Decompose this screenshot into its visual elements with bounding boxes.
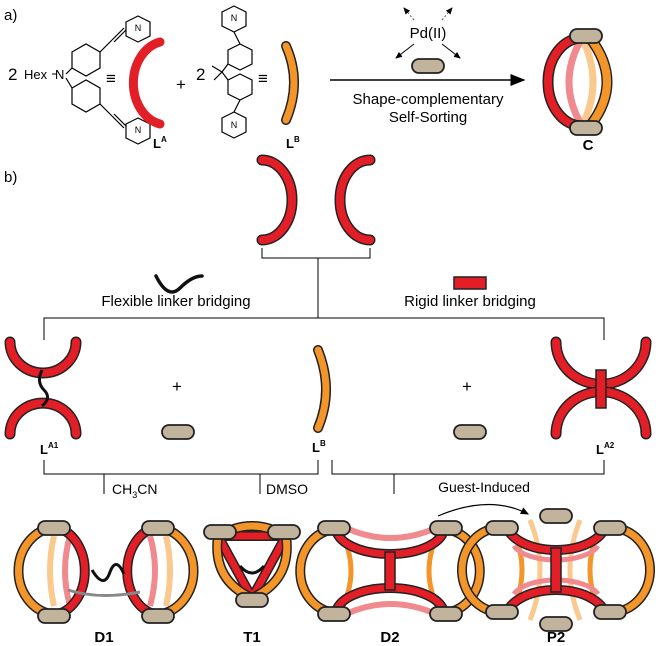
pd-pill-icon xyxy=(411,58,445,74)
rigid-linker-icon xyxy=(453,276,487,290)
product-p2-label: P2 xyxy=(547,629,565,646)
cage-c-label: C xyxy=(583,137,594,154)
guest-induced-label: Guest-Induced xyxy=(438,479,530,495)
coefficient-la: 2 xyxy=(8,65,17,84)
plus-sign-b1: + xyxy=(172,377,182,396)
solvent-bracket xyxy=(43,460,605,494)
ligand-lb-label-b: LB xyxy=(312,439,326,455)
fluorene-n-top: N xyxy=(231,13,238,23)
cage-t1 xyxy=(203,521,301,608)
cage-c xyxy=(542,28,613,136)
panel-a-label: a) xyxy=(4,7,17,24)
ligand-la2-label: LA2 xyxy=(596,441,615,457)
pd-pill-b1 xyxy=(161,424,195,440)
equiv-sign-a: ≡ xyxy=(106,69,116,88)
equiv-sign-b: ≡ xyxy=(258,69,268,88)
ligand-la1-shape xyxy=(4,336,82,440)
ligand-lb-label: LB xyxy=(286,135,300,151)
guest-induced-arrow xyxy=(437,503,530,517)
pyridine-n-top: N xyxy=(135,23,142,33)
nitrogen-atom: N xyxy=(55,67,64,82)
solvent-ch3cn: CH3CN xyxy=(112,481,157,500)
pd-pill-b2 xyxy=(453,424,487,440)
plus-sign-b2: + xyxy=(462,377,472,396)
rigid-linker-label: Rigid linker bridging xyxy=(404,293,536,310)
carbazole-ligand-structure xyxy=(65,15,151,145)
panel-b-label: b) xyxy=(4,169,17,186)
solvent-dmso: DMSO xyxy=(266,481,308,497)
hex-substituent: Hex xyxy=(24,67,48,82)
arrow-label-line2: Self-Sorting xyxy=(389,109,467,126)
pyridine-n-bottom: N xyxy=(135,125,142,135)
split-bracket xyxy=(43,248,605,340)
flexible-linker-icon xyxy=(154,274,204,294)
product-t1-label: T1 xyxy=(243,629,261,646)
ligand-la-label: LA xyxy=(153,135,167,151)
cage-p2 xyxy=(457,508,655,632)
arrow-label-line1: Shape-complementary xyxy=(353,91,504,108)
ligand-la2-shape xyxy=(550,336,652,440)
cage-d1 xyxy=(13,520,199,624)
plus-sign-a: + xyxy=(176,75,186,94)
ligand-la1-label: LA1 xyxy=(40,441,59,457)
flexible-linker-label: Flexible linker bridging xyxy=(101,293,250,310)
coefficient-lb: 2 xyxy=(196,65,205,84)
product-d2-label: D2 xyxy=(380,629,399,646)
product-d1-label: D1 xyxy=(94,629,113,646)
cage-d2 xyxy=(295,520,485,622)
fluorene-ligand-structure xyxy=(211,5,253,139)
fluorene-n-bottom: N xyxy=(231,120,238,130)
metal-label: Pd(II) xyxy=(410,25,447,42)
ligand-la-shape xyxy=(128,37,165,129)
